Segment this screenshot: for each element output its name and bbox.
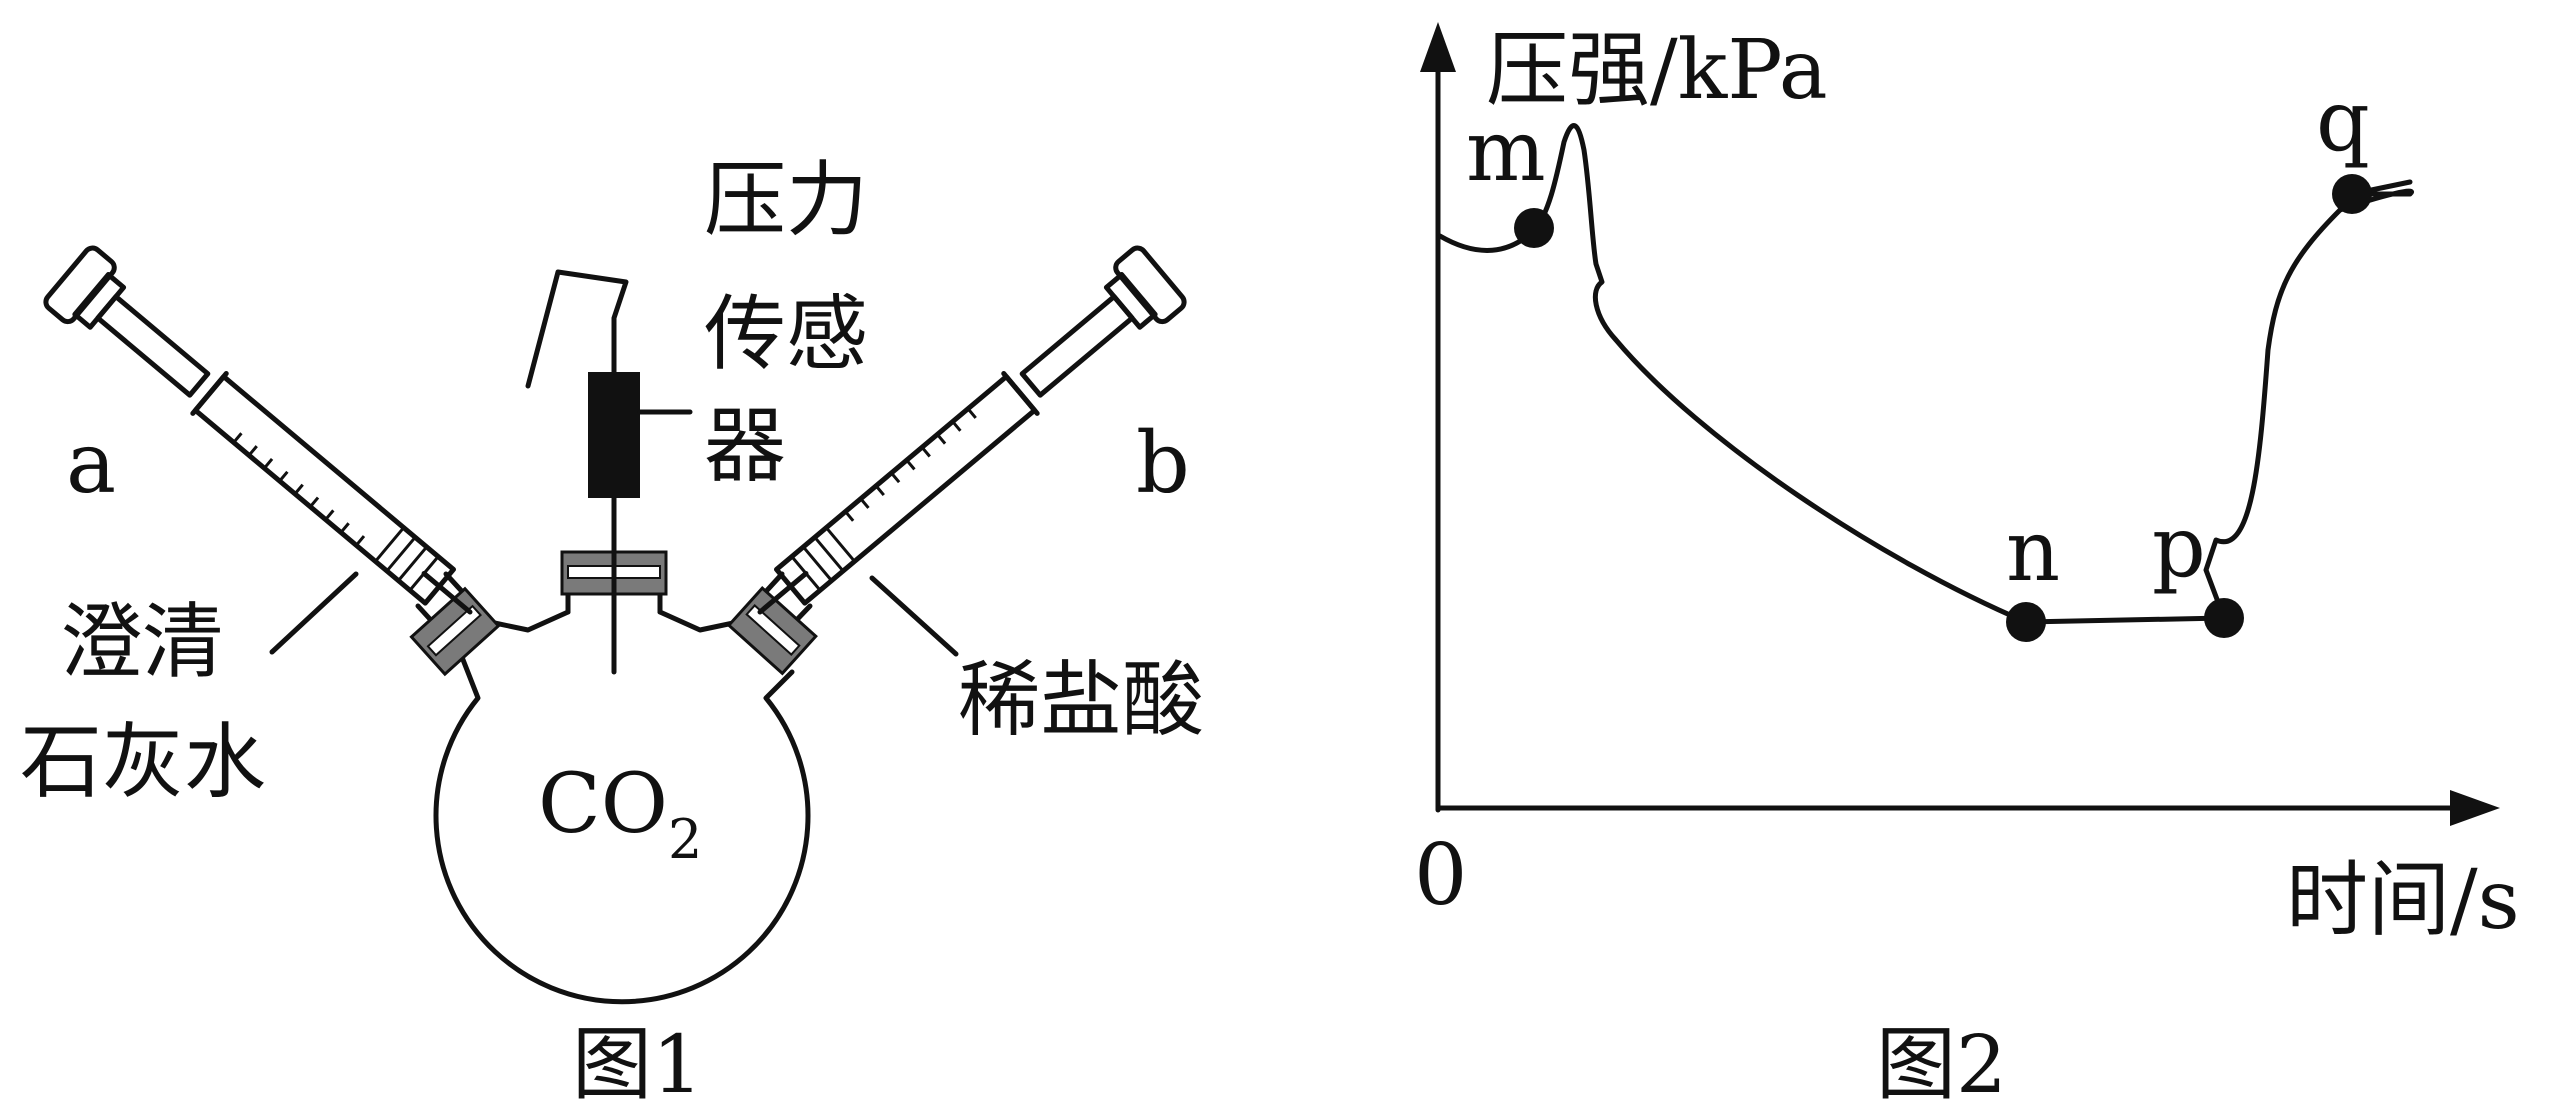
x-axis-arrow bbox=[2450, 790, 2500, 826]
y-axis-arrow bbox=[1420, 22, 1456, 72]
point-m-marker bbox=[1514, 208, 1554, 248]
right-stopper bbox=[726, 585, 818, 676]
hcl-label: 稀盐酸 bbox=[958, 653, 1204, 748]
pressure-curve bbox=[1437, 123, 2415, 625]
point-p-marker bbox=[2204, 598, 2244, 638]
hcl-leader bbox=[869, 575, 959, 657]
figure1-apparatus: CO2 压力 传感 器 a b 澄清 石灰水 稀盐酸 图1 bbox=[20, 153, 1204, 1111]
point-m-label: m bbox=[1466, 102, 1546, 200]
point-q-label: q bbox=[2316, 72, 2370, 170]
limewater-leader bbox=[269, 571, 359, 655]
three-neck-flask bbox=[433, 577, 811, 1005]
left-stopper bbox=[409, 586, 501, 677]
sensor-cable bbox=[525, 269, 629, 389]
point-n-label: n bbox=[2006, 502, 2060, 600]
figure2-graph: m n p q 压强/kPa 时间/s 0 图2 bbox=[1414, 22, 2520, 1111]
syringe-b bbox=[757, 245, 1187, 615]
flask-gas-label: CO2 bbox=[538, 757, 702, 871]
point-n-marker bbox=[2006, 602, 2046, 642]
point-q-marker bbox=[2332, 174, 2372, 214]
point-p-label: p bbox=[2152, 498, 2206, 596]
syringe-a bbox=[43, 245, 473, 615]
limewater-label-line-1: 澄清 bbox=[60, 595, 224, 690]
sensor-label-line-3: 器 bbox=[704, 399, 786, 494]
origin-label: 0 bbox=[1414, 826, 1467, 924]
sensor-label-line-2: 传感 bbox=[704, 287, 868, 382]
syringe-a-label: a bbox=[66, 414, 116, 512]
x-axis-label: 时间/s bbox=[2286, 853, 2520, 948]
pressure-sensor bbox=[588, 372, 640, 498]
y-axis-label: 压强/kPa bbox=[1486, 23, 1828, 118]
syringe-b-label: b bbox=[1136, 414, 1190, 512]
limewater-label-line-2: 石灰水 bbox=[20, 715, 266, 810]
sensor-label-line-1: 压力 bbox=[704, 153, 868, 248]
figure1-caption: 图1 bbox=[572, 1018, 703, 1111]
figure2-caption: 图2 bbox=[1876, 1018, 2007, 1111]
